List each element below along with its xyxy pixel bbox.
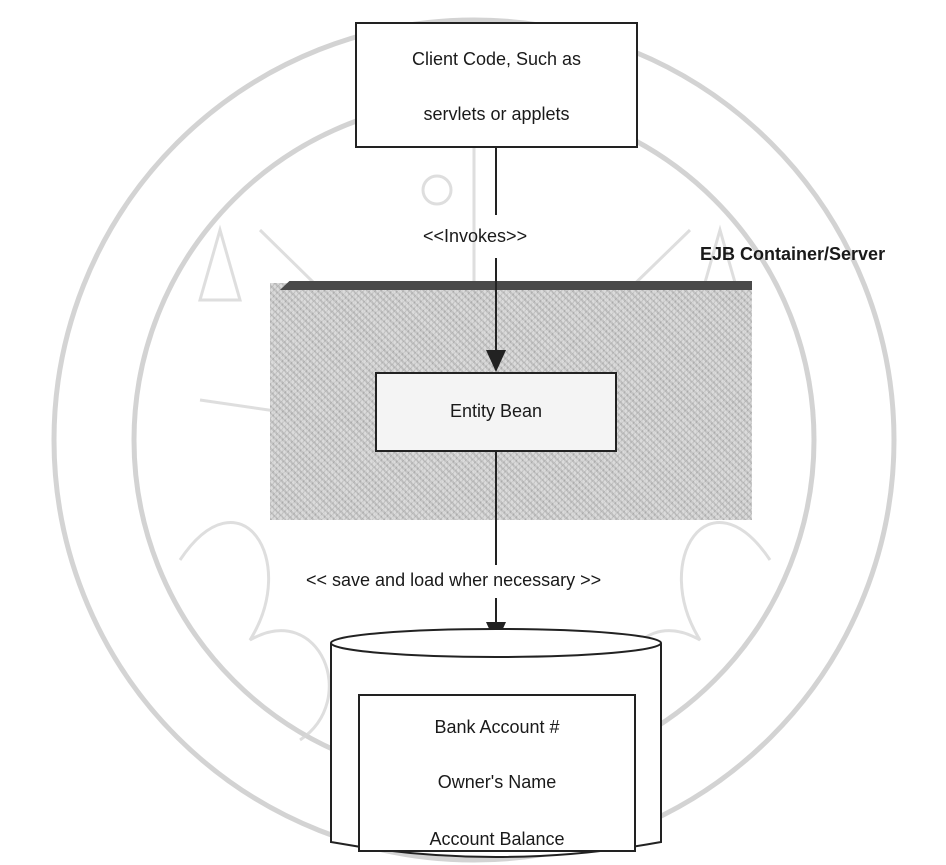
invokes-label: <<Invokes>> <box>423 226 527 247</box>
arrowhead-to-bean <box>486 350 506 372</box>
field-owner-name: Owner's Name <box>360 772 634 793</box>
client-code-line1: Client Code, Such as <box>357 49 636 70</box>
client-code-line2: servlets or applets <box>357 104 636 125</box>
entity-bean-box: Entity Bean <box>375 372 617 452</box>
client-code-box: Client Code, Such as servlets or applets <box>355 22 638 148</box>
ejb-container-label: EJB Container/Server <box>700 244 885 265</box>
field-bank-account: Bank Account # <box>360 717 634 738</box>
entity-bean-label: Entity Bean <box>377 401 615 422</box>
database-record-box: Bank Account # Owner's Name Account Bala… <box>358 694 636 852</box>
field-account-balance: Account Balance <box>360 829 634 850</box>
persist-label: << save and load wher necessary >> <box>306 570 601 591</box>
